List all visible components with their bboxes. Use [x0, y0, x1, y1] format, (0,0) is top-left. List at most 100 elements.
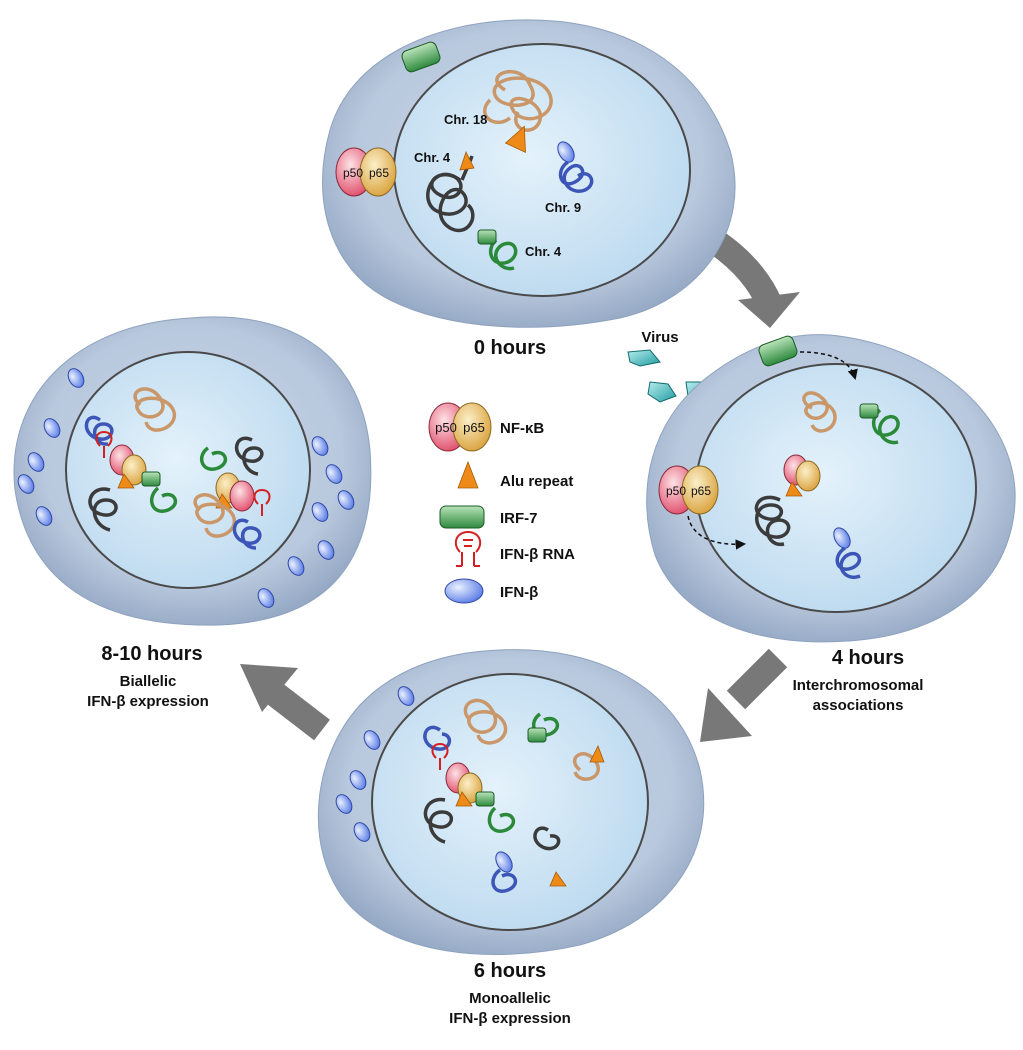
chromosome-4-green	[199, 446, 228, 471]
chromosome-9	[491, 868, 518, 893]
alu-repeat	[785, 481, 803, 497]
cell-6-hours	[317, 649, 705, 955]
transition-arrow-6-to-8	[240, 664, 330, 741]
irf7-translocation-arrow	[799, 351, 858, 381]
chromosome-9	[835, 546, 862, 580]
virus-particle	[627, 349, 661, 367]
ifnb-protein	[311, 502, 329, 522]
irf7-protein	[141, 471, 161, 487]
chr4-green-label: Chr. 4	[525, 244, 562, 259]
ifnb-protein	[353, 822, 371, 842]
irf7-protein	[527, 727, 547, 743]
irf7-protein	[477, 229, 497, 245]
alu-repeat	[504, 125, 526, 153]
chromosome-18	[483, 69, 553, 132]
stage-4-time: 4 hours	[832, 647, 904, 669]
ifnb-protein	[311, 436, 329, 456]
chromosome-4-black	[234, 436, 264, 476]
ifnb-protein	[335, 794, 353, 814]
p50-label: p50	[343, 166, 363, 180]
transition-arrow-4-to-6	[700, 648, 788, 742]
alu-repeat	[549, 871, 567, 887]
virus-particle	[647, 381, 677, 403]
stage-8-desc-1: Biallelic	[120, 673, 177, 690]
p50-label: p50	[666, 484, 686, 498]
ifnb-protein	[337, 490, 355, 510]
chromosome-4-green	[531, 712, 560, 737]
nucleus	[371, 673, 649, 931]
cell-0-hours: p50 p65 Chr. 18 Chr. 4 Chr. 9 Chr. 4	[322, 19, 736, 328]
legend-ifnb: IFN-β	[444, 578, 538, 604]
alu-repeat	[455, 791, 473, 807]
irf7-protein	[401, 41, 441, 73]
chromosome-18	[463, 698, 508, 745]
p65-subunit	[452, 402, 492, 452]
cell-8-10-hours	[13, 316, 372, 626]
stage-8-time: 8-10 hours	[101, 643, 202, 665]
chromosome-4-black	[88, 487, 118, 532]
irf7-protein	[859, 403, 879, 419]
ifnb-protein	[287, 556, 305, 576]
virus-label: Virus	[641, 329, 678, 346]
stage-4-desc-2: associations	[813, 697, 904, 714]
ifnb-protein	[349, 770, 367, 790]
nfkb-complex: p50 p65	[658, 465, 719, 515]
chromosome-4-black	[423, 797, 454, 844]
chromosome-4-black	[754, 495, 791, 546]
interchromosomal-hub	[109, 444, 161, 489]
ifnb-protein	[325, 464, 343, 484]
legend-nfkb-label: NF-κB	[500, 420, 544, 437]
stage-0-time: 0 hours	[474, 337, 546, 359]
cell-4-hours: p50 p65	[646, 334, 1016, 643]
legend-alu: Alu repeat	[457, 460, 573, 490]
irf7-protein	[475, 791, 495, 807]
legend-nfkb: p50 p65 NF-κB	[428, 402, 544, 452]
ifnb-secreted	[17, 368, 355, 608]
ifnb-protein	[17, 474, 35, 494]
ifnb-protein	[67, 368, 85, 388]
interchromosomal-hub	[783, 454, 821, 497]
ifnb-icon	[444, 578, 484, 604]
chr4-black-label: Chr. 4	[414, 150, 451, 165]
stage-8-desc-2: IFN-β expression	[87, 693, 209, 710]
legend-alu-label: Alu repeat	[500, 473, 573, 490]
p65-subunit	[681, 465, 719, 515]
ifnb-protein	[35, 506, 53, 526]
ifnb-rna	[431, 742, 449, 770]
nfkb-complex: p50 p65	[335, 147, 397, 197]
p50-label: p50	[435, 420, 457, 435]
chromosome-4-green	[149, 486, 178, 513]
interchromosomal-hub	[445, 762, 495, 807]
ifnb-protein	[397, 686, 415, 706]
nfkb-translocation-arrow	[687, 515, 747, 550]
chromosome-9	[84, 415, 114, 446]
chromosome-4-green	[871, 408, 900, 445]
legend: p50 p65 NF-κB Alu repeat IRF-7 IFN-β RNA…	[428, 402, 575, 604]
p65-label: p65	[463, 420, 485, 435]
ifnb-gene-marker	[495, 851, 513, 873]
ifnb-gene-marker	[833, 527, 851, 549]
ifnb-gene-marker	[557, 141, 575, 163]
interchromosomal-hub	[215, 472, 255, 512]
irf7-protein	[758, 335, 798, 367]
legend-ifnb-rna: IFN-β RNA	[454, 530, 575, 567]
chromosome-4-green	[487, 806, 516, 833]
p65-subunit	[795, 460, 821, 492]
ifnb-protein	[257, 588, 275, 608]
chromosome-18	[193, 493, 236, 538]
ifnb-rna	[95, 430, 113, 458]
p65-label: p65	[369, 166, 389, 180]
nucleus	[65, 351, 311, 589]
alu-repeat	[117, 473, 135, 489]
alu-repeat	[589, 745, 605, 763]
ifnb-protein	[317, 540, 335, 560]
legend-ifnb-rna-label: IFN-β RNA	[500, 546, 575, 563]
p50-subunit	[229, 480, 255, 512]
p65-subunit	[121, 454, 147, 486]
stage-6-desc-1: Monoallelic	[469, 990, 551, 1007]
chromosome-4-black	[533, 826, 561, 851]
stage-6-time: 6 hours	[474, 960, 546, 982]
alu-repeat	[459, 150, 475, 171]
p65-subunit	[359, 147, 397, 197]
legend-irf7: IRF-7	[439, 505, 538, 529]
